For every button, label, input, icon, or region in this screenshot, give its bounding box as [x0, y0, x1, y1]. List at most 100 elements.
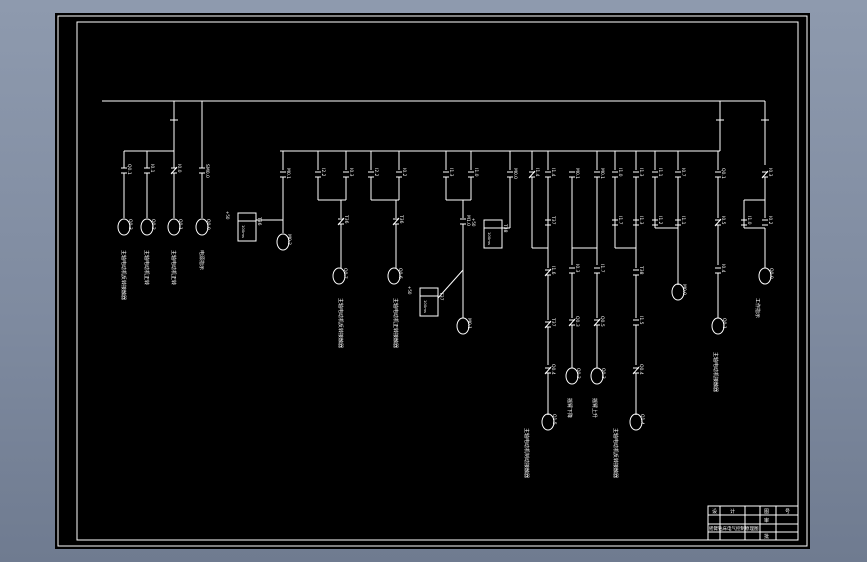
coil-symbol: [167, 218, 181, 236]
title-block: [707, 505, 799, 541]
coil-symbol: [629, 413, 643, 431]
contact-symbol: [761, 170, 769, 179]
coil-symbol: [456, 317, 470, 335]
inner-frame: [76, 21, 799, 541]
contact-label: I1.5: [638, 316, 644, 325]
contact-label: Q0.4: [638, 364, 644, 375]
rung-caption: 电源指示: [198, 250, 205, 270]
timer-label: T38: [502, 223, 508, 233]
contact-label: M0.1: [285, 168, 291, 179]
coil-symbol: [332, 267, 346, 285]
contact-label: I2.2: [320, 168, 326, 177]
coil-label: Q0.3: [600, 368, 606, 379]
contact-label: Q0.3: [574, 316, 580, 327]
contact-label: I1.3: [638, 216, 644, 225]
contact-symbol: [392, 217, 400, 226]
contact-label: I1.1: [657, 168, 663, 177]
contact-label: I0.3: [348, 168, 354, 177]
rung-caption: 主轴电动机正转: [170, 250, 177, 285]
contact-label: T37: [550, 215, 556, 225]
contact-label: SM0.0: [204, 164, 210, 178]
contact-symbol: [544, 320, 552, 329]
contact-symbol: [632, 366, 640, 375]
contact-symbol: [568, 318, 576, 327]
coil-label: Q0.3: [127, 219, 133, 230]
contact-label: T36: [398, 214, 404, 224]
contact-symbol: [337, 217, 345, 226]
contact-label: Q0.1: [720, 168, 726, 179]
coil-label: Q0.1: [721, 318, 727, 329]
coil-symbol: [758, 267, 772, 285]
outer-frame: [57, 15, 808, 547]
contact-label: I1.4: [534, 168, 540, 177]
ladder-schematic: [102, 100, 772, 431]
coil-symbol: [565, 367, 579, 385]
coil-label: Q1.5: [551, 414, 557, 425]
coil-symbol: [140, 218, 154, 236]
rung-caption: 主轴电动机制动接触器: [523, 428, 530, 478]
coil-label: M0.2: [286, 234, 292, 245]
contact-label: T37: [550, 317, 556, 327]
contact-label: I0.3: [767, 168, 773, 177]
coil-symbol: [671, 283, 685, 301]
wire: [437, 269, 464, 299]
timer-pt: 100ms: [423, 300, 428, 313]
contact-label: I1.7: [617, 216, 623, 225]
coil-label: M0.0: [681, 284, 687, 295]
contact-label: I0.2: [767, 216, 773, 225]
timer-pt: 100ms: [487, 232, 492, 245]
contact-label: M0.1: [574, 168, 580, 179]
rung-caption: 主轴电动机接触器: [712, 352, 719, 392]
contact-label: I0.7: [680, 168, 686, 177]
contact-label: I1.2: [657, 216, 663, 225]
timer-block: [237, 212, 257, 242]
rung-caption: 摇臂上升: [591, 398, 598, 418]
rung-caption: 工作指示: [754, 298, 761, 318]
rung-caption: 主轴电动机反转接触器: [612, 428, 619, 478]
title-cell-d: 号: [785, 509, 790, 515]
rung-caption: 主轴电动机反转接触器: [337, 298, 344, 348]
contact-label: I1.0: [617, 168, 623, 177]
coil-symbol: [117, 218, 131, 236]
contact-label: I1.0: [473, 168, 479, 177]
contact-label: T38: [638, 265, 644, 275]
coil-label: Q0.1: [177, 219, 183, 230]
coil-label: Q0.0: [768, 268, 774, 279]
contact-label: T36: [343, 214, 349, 224]
contact-label: I0.2: [401, 168, 407, 177]
coil-symbol: [711, 317, 725, 335]
contact-label: I1.3: [638, 168, 644, 177]
title-cell-b: 计: [730, 508, 735, 515]
coil-symbol: [541, 413, 555, 431]
coil-symbol: [195, 218, 209, 236]
contact-label: I2.2: [373, 168, 379, 177]
rung-caption: 摇臂下降: [566, 398, 573, 418]
coil-label: Q0.2: [575, 368, 581, 379]
timer-preset: +50: [407, 286, 412, 295]
timer-block: [483, 219, 503, 249]
coil-label: Q0.0: [205, 219, 211, 230]
title-cell-e: 审: [764, 517, 769, 524]
rung-caption: 主轴电动机反转接触器: [120, 250, 127, 300]
timer-preset: +50: [471, 218, 476, 227]
drawing-sheet: [55, 13, 810, 549]
contact-symbol: [170, 166, 178, 175]
contact-label: Q0.5: [599, 316, 605, 327]
contact-label: I1.3: [448, 168, 454, 177]
coil-label: Q0.6: [397, 268, 403, 279]
contact-label: I1.7: [599, 264, 605, 273]
contact-label: Q0.1: [126, 164, 132, 175]
contact-label: I1.0: [746, 216, 752, 225]
contact-symbol: [528, 170, 536, 179]
title-cell-f: 批: [764, 533, 769, 540]
timer-label: T36: [256, 216, 262, 226]
contact-label: I0.1: [149, 164, 155, 173]
timer-pt: 100ms: [241, 225, 246, 238]
contact-symbol: [714, 218, 722, 227]
coil-label: Q0.2: [150, 219, 156, 230]
coil-symbol: [590, 367, 604, 385]
timer-block: [419, 287, 439, 317]
timer-label: T37: [438, 291, 444, 301]
contact-label: I1.1: [680, 216, 686, 225]
